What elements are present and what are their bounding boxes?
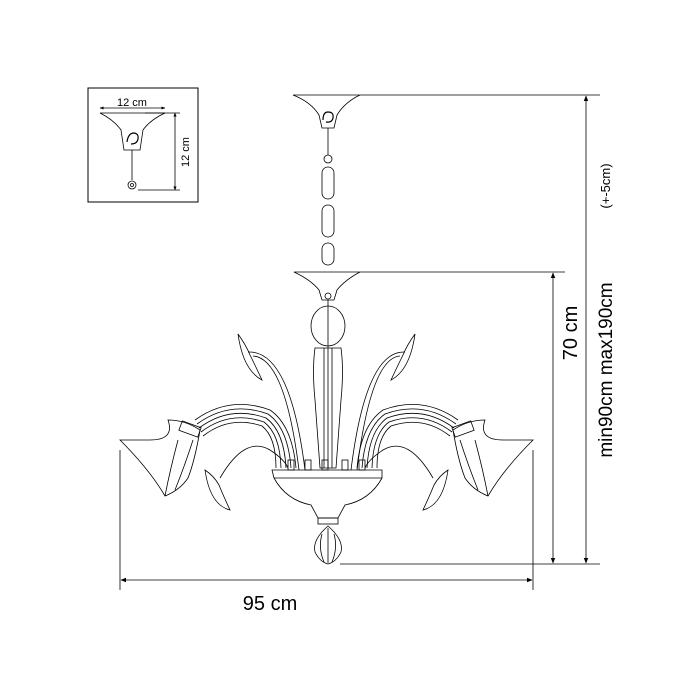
top-cup	[293, 271, 361, 301]
lower-left-leaf	[204, 469, 231, 511]
inset-hook-icon	[126, 132, 139, 145]
inset-frame	[87, 87, 199, 203]
tolerance-label: (+-5cm)	[598, 163, 613, 208]
chain-top-ring	[323, 154, 333, 164]
body-height-label: 70 cm	[560, 306, 582, 360]
lower-right-stem	[364, 445, 434, 479]
upper-left-stem	[247, 351, 306, 471]
canopy-width-label: 12 cm	[117, 97, 147, 109]
left-lamp-shade	[119, 419, 201, 497]
right-lamp-socket	[451, 420, 475, 438]
chain-link	[321, 242, 335, 266]
lower-bowl	[271, 469, 383, 519]
ceiling-canopy	[292, 94, 361, 129]
chain-link	[321, 204, 335, 238]
left-arm	[194, 404, 297, 469]
central-column	[313, 347, 343, 469]
canopy-detail-inset	[87, 87, 199, 203]
upper-right-leaf	[390, 333, 416, 381]
lower-right-leaf	[422, 469, 449, 511]
overall-height-label: min90cm max190cm	[596, 282, 617, 457]
lower-left-stem	[219, 445, 289, 479]
canopy-height-label: 12 cm	[180, 137, 192, 167]
chandelier-drawing	[119, 94, 534, 565]
bottom-finial	[314, 525, 342, 565]
canopy-hook-icon	[322, 111, 334, 123]
total-width-label: 95 cm	[243, 593, 297, 615]
inset-ring	[127, 180, 137, 190]
upper-left-leaf	[237, 333, 263, 381]
inset-canopy-shape	[99, 112, 166, 151]
chain-link	[321, 166, 335, 200]
left-lamp-socket	[178, 420, 202, 438]
right-lamp-shade	[452, 419, 534, 497]
dimension-lines	[119, 94, 600, 590]
upper-right-stem	[350, 351, 406, 471]
right-arm	[356, 404, 459, 469]
